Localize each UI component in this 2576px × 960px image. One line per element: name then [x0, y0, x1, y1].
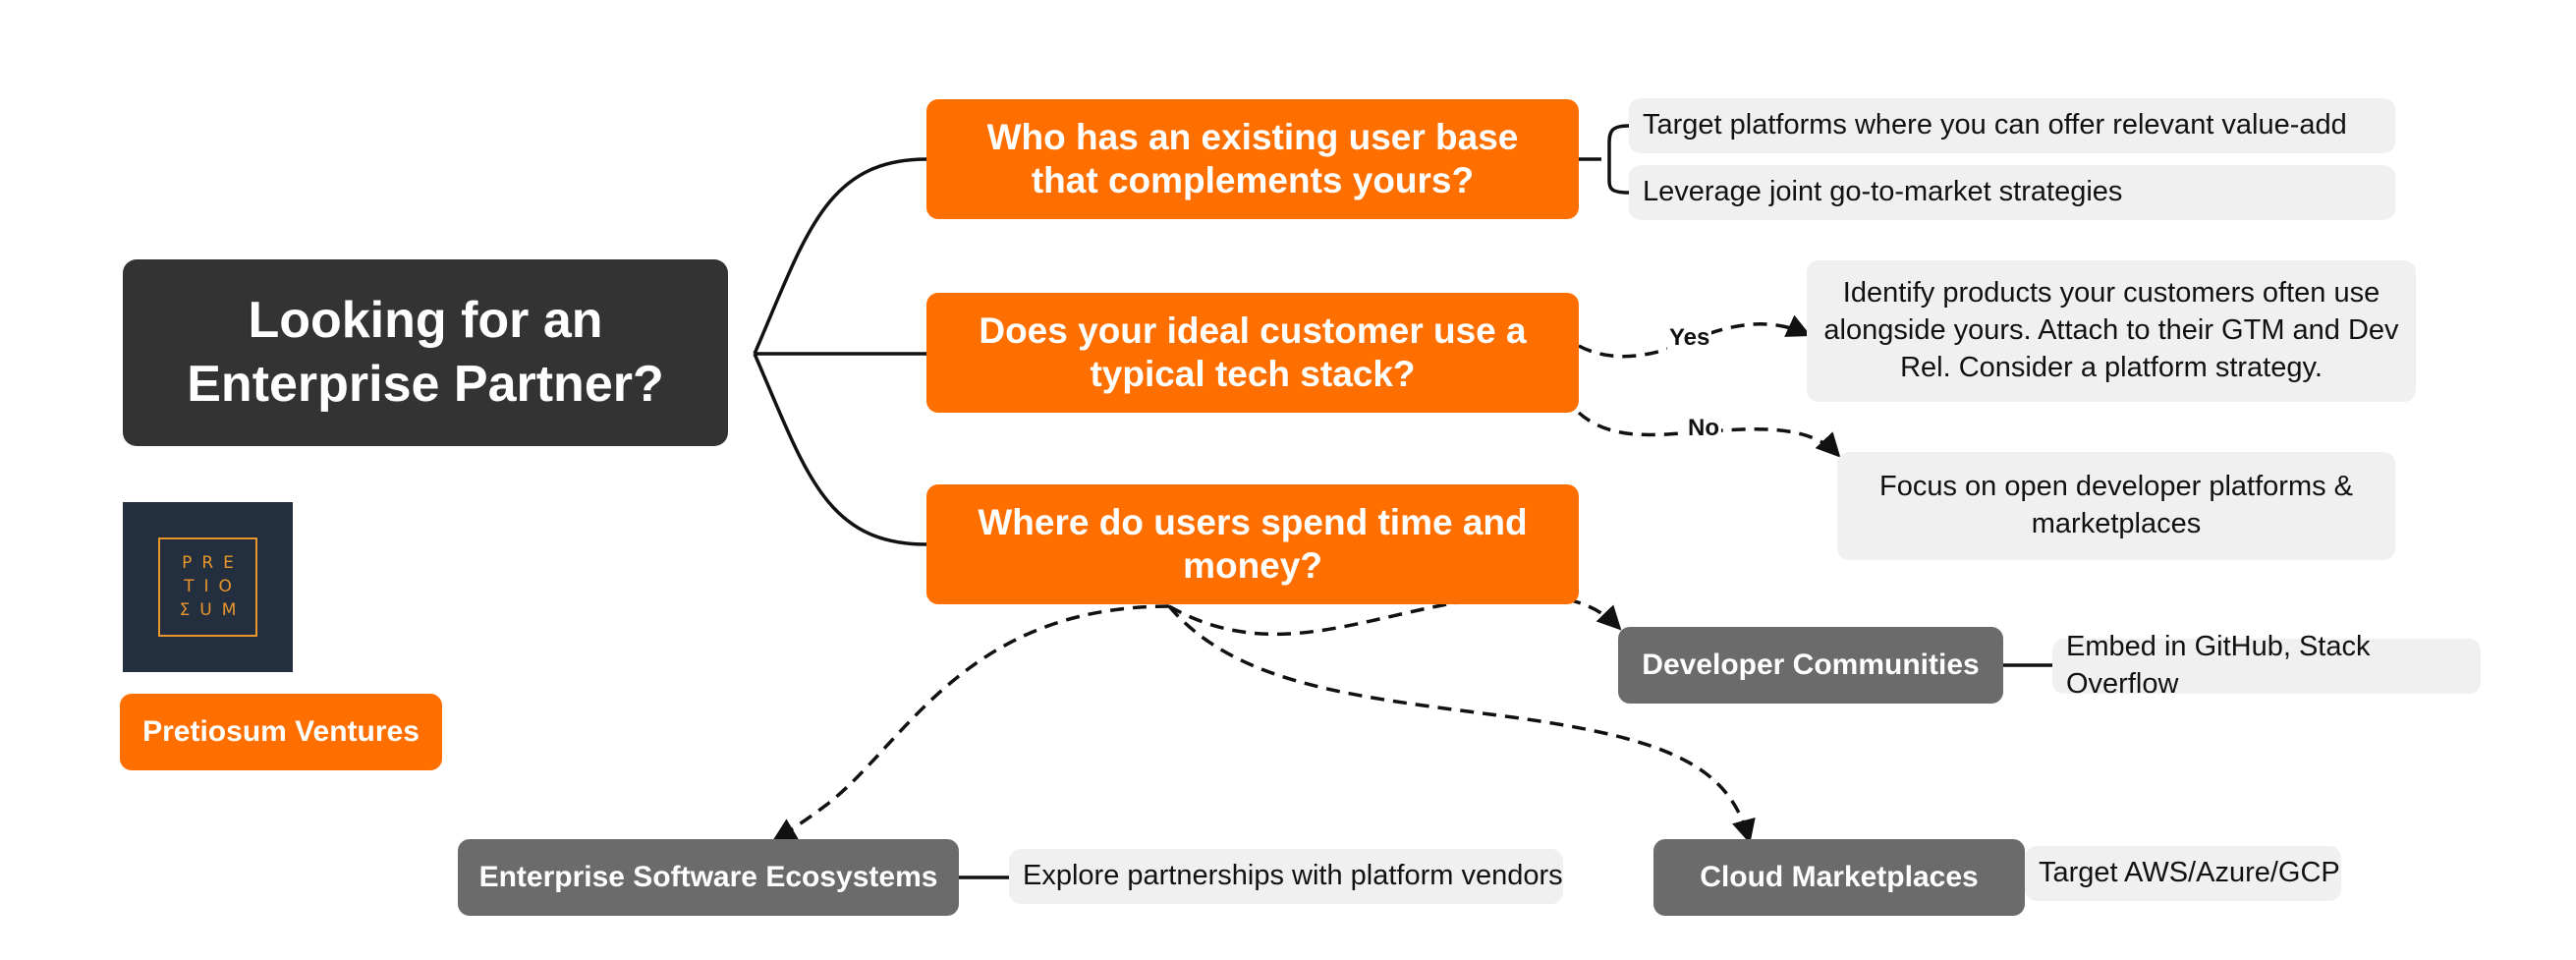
answer-leaf-no: Focus on open developer platforms & mark…: [1837, 452, 2395, 560]
channel-node-developer-communities: Developer Communities: [1618, 627, 2003, 704]
answer-leaf-value-add: Target platforms where you can offer rel…: [1629, 98, 2395, 153]
logo-text-line-1: PRE: [182, 553, 244, 573]
logo-text-line-2: TIO: [184, 577, 242, 596]
answer-leaf-yes: Identify products your customers often u…: [1807, 260, 2416, 402]
brand-label: Pretiosum Ventures: [120, 694, 442, 770]
channel-action-cloud-marketplaces: Target AWS/Azure/GCP: [2025, 846, 2341, 901]
link-root-q3: [753, 353, 927, 546]
edge-label-no: No: [1686, 415, 1721, 442]
channel-node-cloud-marketplaces: Cloud Marketplaces: [1653, 839, 2025, 916]
question-node-tech-stack: Does your ideal customer use a typical t…: [926, 293, 1579, 413]
company-logo: PRE TIO ΣUM: [123, 502, 293, 672]
link-q3-c2: [771, 604, 1170, 842]
answer-leaf-joint-gtm: Leverage joint go-to-market strategies: [1629, 165, 2395, 220]
root-node: Looking for an Enterprise Partner?: [123, 259, 728, 446]
question-node-user-base: Who has an existing user base that compl…: [926, 99, 1579, 219]
logo-text-line-3: ΣUM: [179, 600, 247, 620]
channel-action-enterprise-software: Explore partnerships with platform vendo…: [1009, 849, 1563, 904]
link-root-q1: [753, 157, 927, 355]
bracket-q1-answers: [1579, 124, 1630, 195]
link-q3-c3: [1167, 604, 1756, 844]
question-node-spend: Where do users spend time and money?: [926, 484, 1579, 604]
edge-label-yes: Yes: [1667, 324, 1712, 352]
channel-node-enterprise-software: Enterprise Software Ecosystems: [458, 839, 959, 916]
logo-frame: PRE TIO ΣUM: [158, 537, 257, 637]
link-q3-c1: [1168, 593, 1622, 637]
